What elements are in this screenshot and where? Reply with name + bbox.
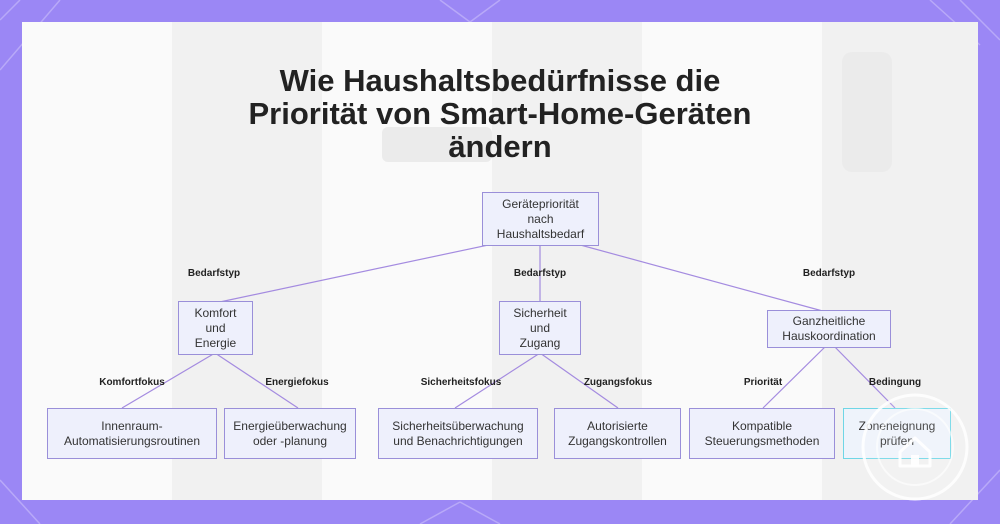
edge-label-security-focus: Sicherheitsfokus (420, 377, 502, 388)
edge-label-access-focus: Zugangsfokus (583, 377, 653, 388)
node-indoor: Innenraum- Automatisierungsroutinen (47, 408, 217, 459)
edge-security-access (539, 352, 619, 409)
edge-root-holistic (539, 233, 831, 314)
edge-label-type-mid: Bedarfstyp (513, 268, 567, 279)
edge-label-type-left: Bedarfstyp (187, 268, 241, 279)
edge-label-condition: Bedingung (868, 377, 922, 388)
node-security: Sicherheit und Zugang (499, 301, 581, 355)
edge-label-type-right: Bedarfstyp (802, 268, 856, 279)
edge-label-priority: Priorität (743, 377, 783, 388)
node-root: Gerätepriorität nach Haushaltsbedarf (482, 192, 599, 246)
edge-label-energy-focus: Energiefokus (265, 377, 329, 388)
edge-comfort-energy (214, 352, 299, 409)
diagram-title: Wie Haushaltsbedürfnisse die Priorität v… (248, 63, 752, 164)
edge-holistic-zone (829, 341, 896, 409)
edge-holistic-compatible (762, 341, 831, 409)
diagram-card: Wie Haushaltsbedürfnisse die Priorität v… (22, 22, 978, 500)
node-energy: Energieüberwachung oder -planung (224, 408, 356, 459)
node-zone: Zoneneignung prüfen (843, 408, 951, 459)
edge-label-comfort-focus: Komfortfokus (99, 377, 165, 388)
node-access: Autorisierte Zugangskontrollen (554, 408, 681, 459)
node-compatible: Kompatible Steuerungsmethoden (689, 408, 835, 459)
node-security-monitoring: Sicherheitsüberwachung und Benachrichtig… (378, 408, 538, 459)
edge-security-monitor (454, 352, 541, 409)
node-comfort: Komfort und Energie (178, 301, 253, 355)
node-holistic: Ganzheitliche Hauskoordination (767, 310, 891, 348)
home-icon (861, 393, 969, 501)
edge-comfort-indoor (121, 352, 216, 409)
